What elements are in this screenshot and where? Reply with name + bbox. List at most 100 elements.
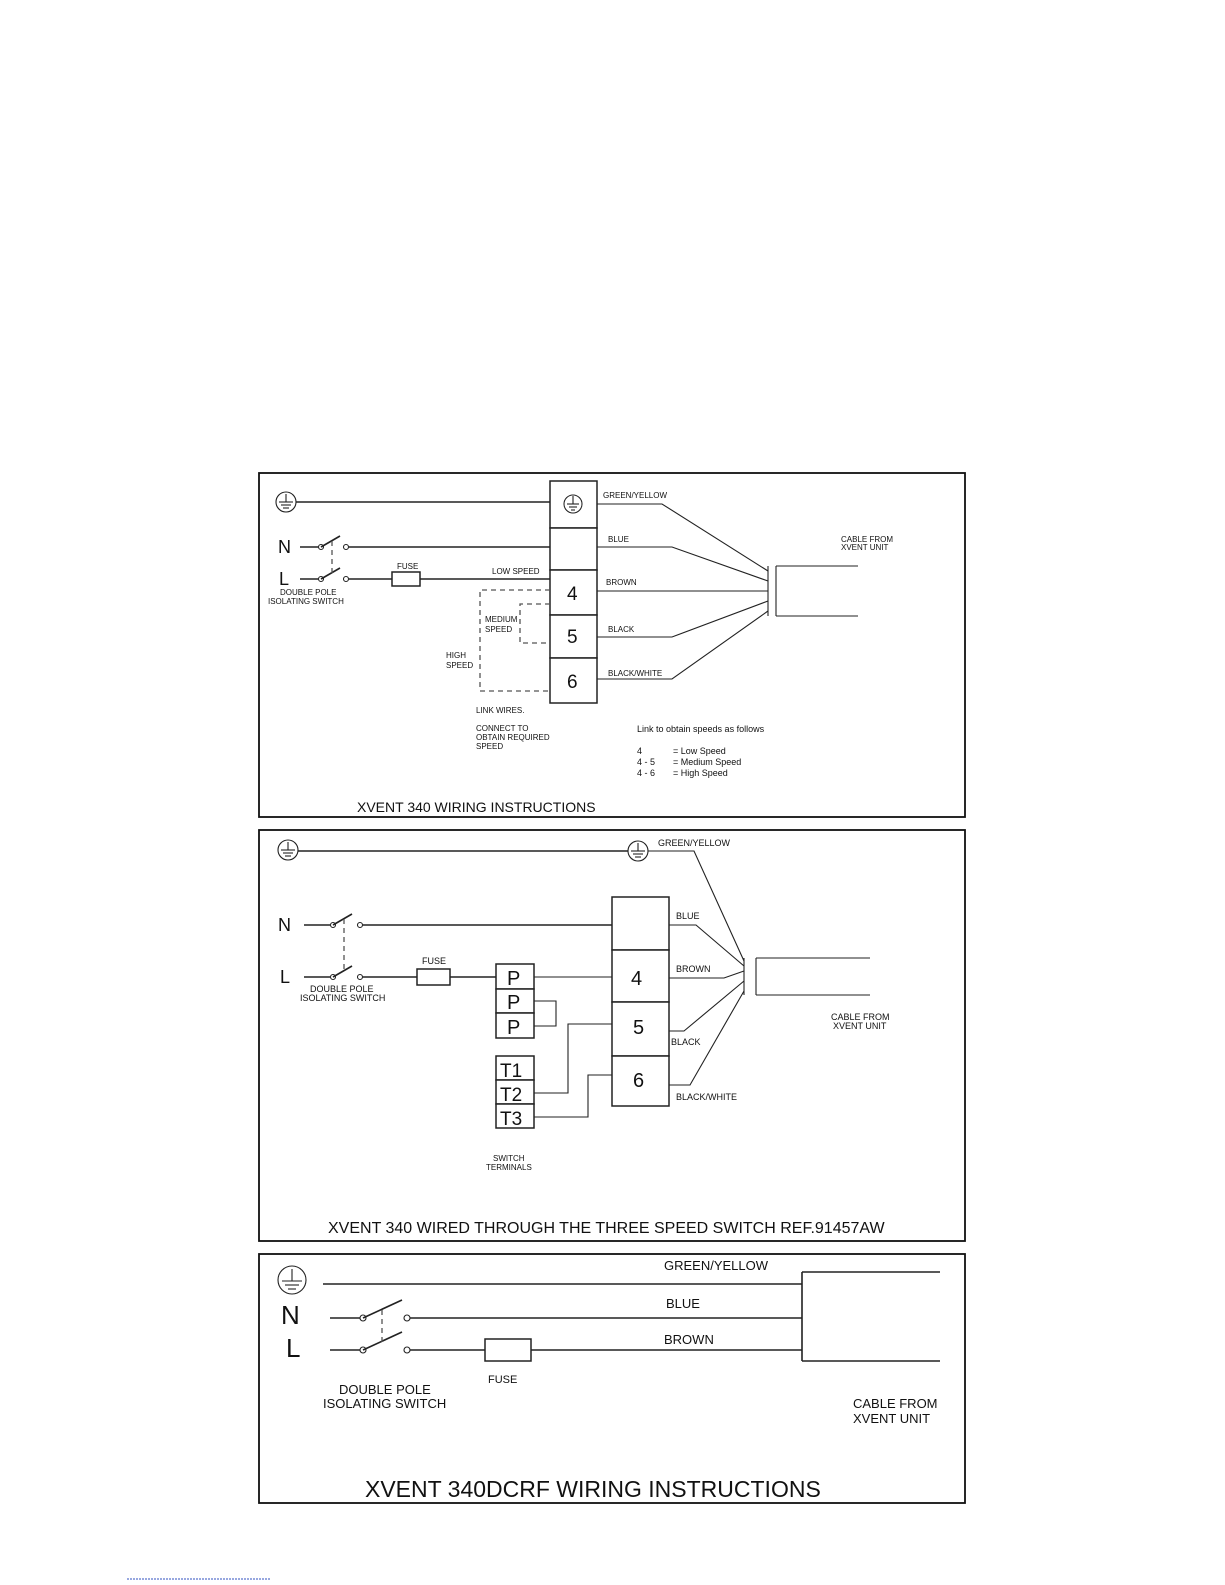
wire-label-blue: BLUE — [608, 535, 629, 544]
cable-label-line2: XVENT UNIT — [853, 1411, 930, 1426]
fuse — [416, 968, 451, 986]
switch-label-line1: DOUBLE POLE — [339, 1382, 431, 1397]
cable-label-line1: CABLE FROM — [841, 535, 893, 544]
terminal-6-label: 6 — [567, 672, 578, 693]
high-label-line1: HIGH — [446, 651, 466, 660]
earth-icon — [275, 491, 297, 513]
cable-from-unit — [743, 957, 870, 996]
terminal-block: 4 5 6 — [611, 896, 670, 1107]
panel-xvent-340-three-speed: GREEN/YELLOW N L FUSE DOUBLE POLE ISOLAT… — [258, 829, 966, 1242]
low-speed-label: LOW SPEED — [492, 567, 540, 576]
switch-label-line1: DOUBLE POLE — [280, 588, 336, 597]
wire-brown — [669, 970, 745, 979]
fuse-label: FUSE — [422, 956, 446, 966]
wire-green-yellow — [597, 503, 769, 572]
cable-from-unit — [767, 565, 858, 617]
wire-label-black-white: BLACK/WHITE — [608, 669, 662, 678]
panel3-title: XVENT 340DCRF WIRING INSTRUCTIONS — [365, 1476, 821, 1502]
switch-label-line2: ISOLATING SWITCH — [323, 1396, 446, 1411]
earth-icon — [627, 840, 649, 862]
terminal-6 — [549, 657, 598, 704]
terminal-5-label: 5 — [567, 627, 578, 648]
speed-row-3-key: 4 - 6 — [637, 768, 655, 778]
terminal-5-label: 5 — [633, 1017, 644, 1039]
panel-xvent-340dcrf: GREEN/YELLOW N L BLUE BROWN FUSE DOUBLE … — [258, 1253, 966, 1504]
panel1-frame — [258, 472, 966, 818]
n-label: N — [278, 915, 291, 935]
wire-black-white — [597, 610, 769, 680]
fuse — [484, 1338, 532, 1362]
terminal-4 — [549, 569, 598, 616]
panel-xvent-340: N L FUSE DOUBLE POLE ISOLATING SWITCH LO… — [258, 472, 966, 818]
speed-row-1-key: 4 — [637, 746, 642, 756]
wire-label-brown: BROWN — [664, 1332, 714, 1347]
cable-label-line2: XVENT UNIT — [841, 543, 889, 552]
panel1-title: XVENT 340 WIRING INSTRUCTIONS — [357, 799, 596, 815]
t-terminal-1: T1 — [500, 1061, 522, 1082]
p-link-wire — [534, 1000, 557, 1027]
wire-label-brown: BROWN — [676, 964, 711, 974]
medium-link-wire — [519, 603, 550, 644]
cable-label-line1: CABLE FROM — [853, 1396, 938, 1411]
p-terminal-block: P P P — [495, 963, 535, 1039]
wire-label-blue: BLUE — [666, 1296, 700, 1311]
medium-label-line2: SPEED — [485, 625, 512, 634]
t-terminal-2: T2 — [500, 1085, 522, 1106]
medium-label-line1: MEDIUM — [485, 615, 518, 624]
wire-blue — [597, 546, 769, 582]
terminal-5 — [611, 1001, 670, 1057]
terminal-block: 4 5 6 — [549, 480, 598, 704]
panel2-frame — [258, 829, 966, 1242]
l-label: L — [286, 1333, 300, 1363]
wire-label-black: BLACK — [608, 625, 635, 634]
speed-row-2-value: = Medium Speed — [673, 757, 741, 767]
terminal-5 — [549, 614, 598, 659]
switch-label-line2: ISOLATING SWITCH — [300, 993, 385, 1003]
switch-terminals-line1: SWITCH — [493, 1154, 525, 1163]
l-label: L — [279, 569, 289, 589]
terminal-4-label: 4 — [631, 968, 642, 990]
panel2-title: XVENT 340 WIRED THROUGH THE THREE SPEED … — [328, 1220, 885, 1237]
connect-label-line3: SPEED — [476, 742, 503, 751]
wire-label-green-yellow: GREEN/YELLOW — [658, 838, 731, 848]
wire-label-green-yellow: GREEN/YELLOW — [664, 1258, 769, 1273]
wire-label-black-white: BLACK/WHITE — [676, 1092, 737, 1102]
wire-black — [669, 980, 745, 1032]
earth-icon — [277, 1265, 307, 1295]
cable-label-line1: CABLE FROM — [831, 1012, 890, 1022]
fuse — [391, 571, 421, 587]
wire-label-black: BLACK — [671, 1037, 701, 1047]
panel3-frame — [258, 1253, 966, 1504]
connect-label-line2: OBTAIN REQUIRED — [476, 733, 550, 742]
wire-blue — [669, 924, 745, 967]
wire-green-yellow — [648, 850, 745, 962]
l-label: L — [280, 967, 290, 987]
switch-terminal-block: T1 T2 T3 — [495, 1055, 535, 1130]
isolating-switch — [304, 913, 612, 981]
p-terminal-1: P — [507, 968, 520, 990]
wire-black-white — [669, 990, 745, 1086]
speed-row-3-value: = High Speed — [673, 768, 728, 778]
isolating-switch — [300, 535, 550, 583]
terminal-4-label: 4 — [567, 584, 578, 605]
switch-terminals-line2: TERMINALS — [486, 1163, 532, 1172]
switch-label-line2: ISOLATING SWITCH — [268, 597, 344, 606]
terminal-6-label: 6 — [633, 1070, 644, 1092]
n-label: N — [281, 1300, 300, 1330]
neutral-terminal — [549, 527, 598, 571]
terminal-6 — [611, 1055, 670, 1107]
wire-label-brown: BROWN — [606, 578, 637, 587]
wire-black — [597, 600, 769, 638]
earth-icon — [277, 839, 299, 861]
speed-row-2-key: 4 - 5 — [637, 757, 655, 767]
t3-wire — [534, 1074, 612, 1118]
connect-label-line1: CONNECT TO — [476, 724, 528, 733]
cable-label-line2: XVENT UNIT — [833, 1021, 887, 1031]
isolating-switch — [330, 1299, 802, 1354]
cable-from-unit — [801, 1271, 940, 1362]
t-terminal-3: T3 — [500, 1109, 522, 1130]
speed-table-heading: Link to obtain speeds as follows — [637, 724, 765, 734]
wire-label-blue: BLUE — [676, 911, 700, 921]
link-wires-label: LINK WIRES. — [476, 706, 524, 715]
